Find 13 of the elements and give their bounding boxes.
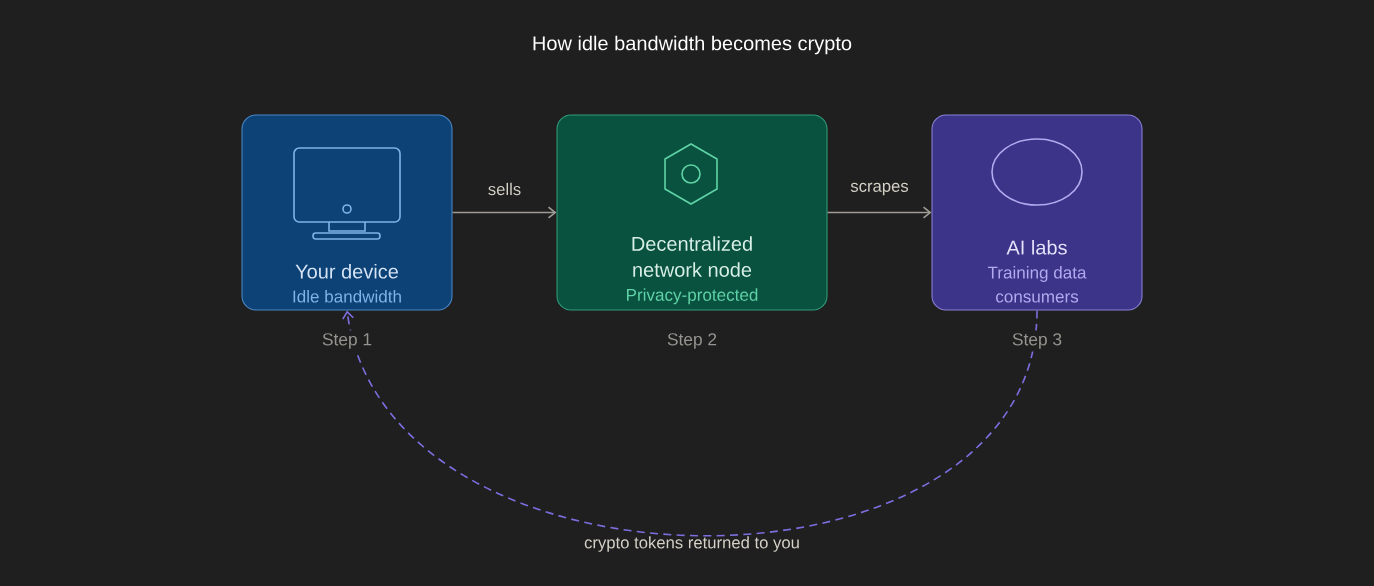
edge-label: crypto tokens returned to you xyxy=(584,536,799,552)
arrow xyxy=(826,206,932,219)
process-box: Decentralized network node Privacy-protected xyxy=(556,114,828,311)
title: How idle bandwidth becomes crypto xyxy=(533,35,852,55)
step-label: Step 2 xyxy=(664,330,720,352)
edge-label: scrapes xyxy=(850,182,909,196)
process-box: Your device Idle bandwidth xyxy=(241,114,453,311)
step-label: Step 3 xyxy=(1009,330,1065,352)
edge-label: sells xyxy=(488,182,521,196)
arrow xyxy=(451,206,557,219)
arrow xyxy=(341,309,1038,537)
process-box: AI labs Training data consumers xyxy=(931,114,1143,311)
step-label: Step 1 xyxy=(319,330,375,352)
